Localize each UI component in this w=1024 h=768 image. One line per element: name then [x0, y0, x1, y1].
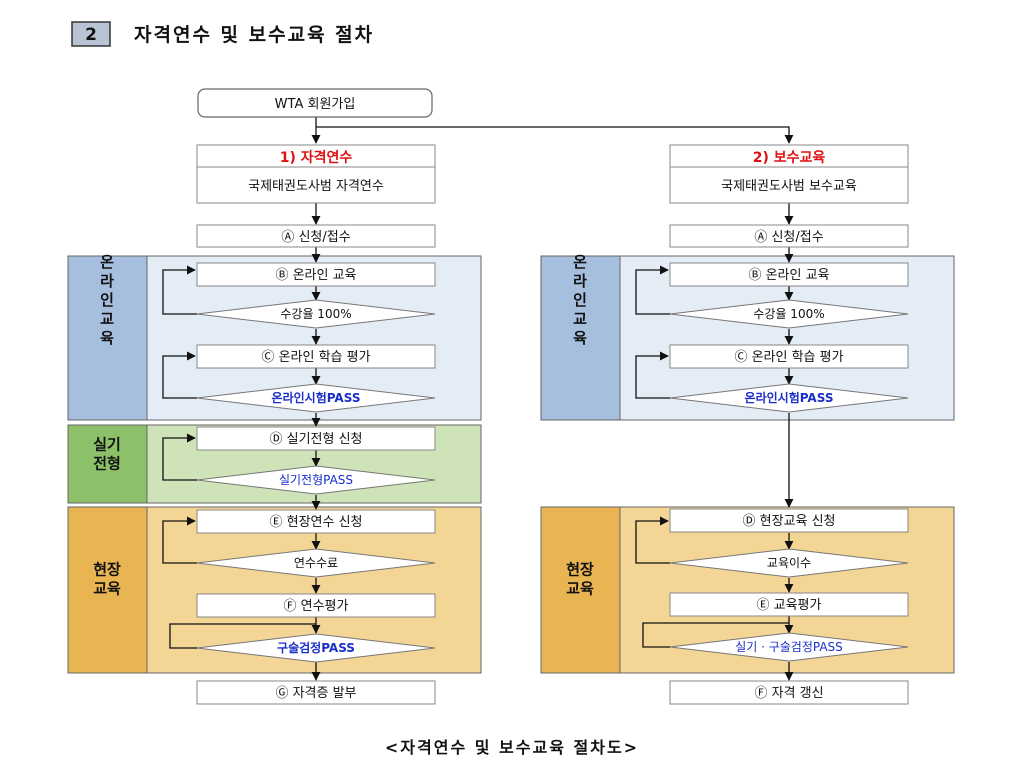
- right-check-c: 온라인시험PASS: [669, 383, 909, 413]
- left-heading-box: 1) 자격연수 국제태권도사범 자격연수: [196, 144, 436, 204]
- left-heading: 1) 자격연수: [280, 149, 353, 166]
- band-label-line: 현장: [93, 561, 121, 579]
- band-label-line: 인: [100, 291, 114, 309]
- right-final-label: Ⓕ 자격 갱신: [754, 686, 823, 701]
- left-check-d: 실기전형PASS: [196, 465, 436, 495]
- band-label-line: 실기: [93, 436, 121, 454]
- right-check-e: 실기 · 구술검정PASS: [669, 632, 909, 662]
- figure-caption: <자격연수 및 보수교육 절차도>: [385, 738, 639, 757]
- left-check-e: 연수수료: [196, 548, 436, 578]
- left-step-e-label: Ⓔ 현장연수 신청: [269, 515, 362, 530]
- right-step-c: Ⓒ 온라인 학습 평가: [669, 344, 909, 369]
- left-field-band: [67, 506, 148, 674]
- band-label-line: 현장: [566, 561, 594, 579]
- section-number-badge: [71, 21, 111, 47]
- right-check-d-label: 교육이수: [767, 556, 811, 570]
- left-step-f: Ⓕ 연수평가: [196, 593, 436, 618]
- band-label-line: 온: [573, 253, 587, 271]
- left-final-label: Ⓖ 자격증 발부: [275, 686, 356, 701]
- band-label-line: 인: [573, 291, 587, 309]
- left-step-d: Ⓓ 실기전형 신청: [196, 426, 436, 451]
- band-label-line: 교육: [566, 580, 594, 598]
- left-check-c: 온라인시험PASS: [196, 383, 436, 413]
- band-label-line: 온: [100, 253, 114, 271]
- right-step-a: Ⓐ 신청/접수: [669, 224, 909, 248]
- right-step-a-label: Ⓐ 신청/접수: [754, 230, 823, 245]
- band-label-line: 전형: [93, 455, 121, 473]
- left-check-d-label: 실기전형PASS: [279, 473, 353, 487]
- band-label-line: 교: [100, 310, 114, 328]
- band-label-line: 육: [100, 329, 114, 347]
- left-check-e-label: 연수수료: [294, 556, 338, 570]
- band-label-line: 라: [100, 272, 114, 290]
- left-step-a-label: Ⓐ 신청/접수: [281, 230, 350, 245]
- right-step-d: Ⓓ 현장교육 신청: [669, 508, 909, 533]
- left-online-band: [67, 255, 148, 421]
- section-number: 2: [85, 25, 97, 45]
- left-check-c-label: 온라인시험PASS: [272, 390, 361, 405]
- right-final: Ⓕ 자격 갱신: [669, 680, 909, 705]
- left-step-e: Ⓔ 현장연수 신청: [196, 509, 436, 534]
- band-label-line: 교육: [93, 580, 121, 598]
- left-subheading: 국제태권도사범 자격연수: [248, 179, 384, 194]
- right-check-e-label: 실기 · 구술검정PASS: [735, 640, 843, 654]
- connectors: [162, 117, 794, 681]
- right-subheading: 국제태권도사범 보수교육: [721, 179, 857, 194]
- left-step-c: Ⓒ 온라인 학습 평가: [196, 344, 436, 369]
- right-online-band: [540, 255, 621, 421]
- right-field-band: [540, 506, 621, 674]
- left-check-f: 구술검정PASS: [196, 633, 436, 663]
- left-final: Ⓖ 자격증 발부: [196, 680, 436, 705]
- right-step-e: Ⓔ 교육평가: [669, 592, 909, 617]
- right-step-b-label: Ⓑ 온라인 교육: [748, 268, 829, 283]
- right-check-d: 교육이수: [669, 548, 909, 578]
- left-step-a: Ⓐ 신청/접수: [196, 224, 436, 248]
- left-check-b-label: 수강율 100%: [280, 307, 351, 321]
- left-step-f-label: Ⓕ 연수평가: [284, 599, 349, 614]
- section-header: 2 자격연수 및 보수교육 절차: [71, 21, 374, 47]
- right-step-e-label: Ⓔ 교육평가: [757, 598, 822, 613]
- right-step-c-label: Ⓒ 온라인 학습 평가: [734, 350, 843, 365]
- left-step-c-label: Ⓒ 온라인 학습 평가: [261, 350, 370, 365]
- right-check-b-label: 수강율 100%: [753, 307, 824, 321]
- right-step-d-label: Ⓓ 현장교육 신청: [742, 514, 835, 529]
- band-label-line: 교: [573, 310, 587, 328]
- right-heading-box: 2) 보수교육 국제태권도사범 보수교육: [669, 144, 909, 204]
- start-node: WTA 회원가입: [197, 88, 433, 118]
- left-practical-band: [67, 424, 148, 504]
- section-title: 자격연수 및 보수교육 절차: [134, 24, 374, 46]
- start-label: WTA 회원가입: [275, 97, 356, 112]
- right-check-b: 수강율 100%: [669, 299, 909, 329]
- band-label-line: 라: [573, 272, 587, 290]
- right-heading: 2) 보수교육: [753, 150, 826, 166]
- left-check-b: 수강율 100%: [196, 299, 436, 329]
- right-step-b: Ⓑ 온라인 교육: [669, 262, 909, 287]
- left-step-d-label: Ⓓ 실기전형 신청: [269, 432, 362, 447]
- left-step-b-label: Ⓑ 온라인 교육: [275, 268, 356, 283]
- left-check-f-label: 구술검정PASS: [277, 640, 355, 655]
- left-step-b: Ⓑ 온라인 교육: [196, 262, 436, 287]
- band-label-line: 육: [573, 329, 587, 347]
- right-check-c-label: 온라인시험PASS: [745, 390, 834, 405]
